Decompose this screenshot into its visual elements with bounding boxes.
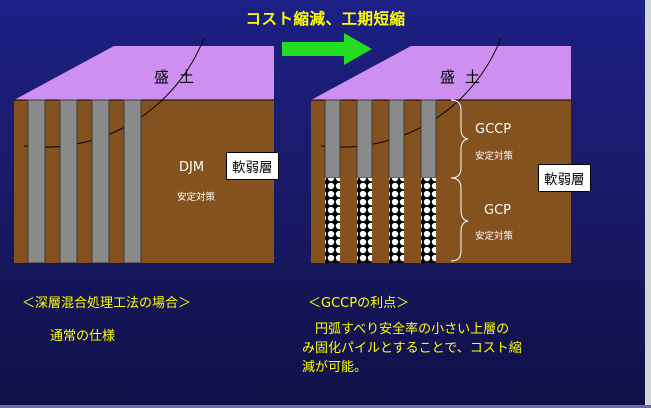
- pile-2-upper: [356, 99, 373, 179]
- djm-label: DJM: [179, 160, 205, 175]
- soft-soil-layer: [311, 100, 571, 263]
- embankment-fill: [311, 46, 571, 100]
- pile-4-lower: [421, 178, 436, 263]
- soft-layer-badge-right: 軟弱層: [538, 164, 591, 192]
- pile-4-upper: [420, 99, 437, 179]
- fill-label-left: 盛土: [154, 68, 205, 86]
- pile-1-lower: [325, 178, 340, 263]
- gccp-label: GCCP: [475, 122, 512, 137]
- deep-mixing-cross-section: [14, 38, 274, 263]
- slide-right-edge: [645, 0, 651, 408]
- brace-upper: [450, 99, 469, 179]
- right-caption-body: 円弧すべり安全率の小さい上層の み固化パイルとすることで、コスト縮 減が可能。: [302, 320, 632, 377]
- soft-layer-badge-left: 軟弱層: [226, 152, 279, 180]
- diagram-gccp: 盛土 GCCP 安定対策 GCP 安定対策: [311, 38, 571, 263]
- gccp-cross-section: [311, 38, 571, 263]
- pile-1: [27, 99, 46, 263]
- pile-3-upper: [388, 99, 405, 179]
- djm-sub-label: 安定対策: [177, 192, 216, 203]
- pile-2: [59, 99, 78, 263]
- diagram-deep-mixing: 盛土 DJM 安定対策: [14, 38, 274, 263]
- gcp-sub-label: 安定対策: [475, 231, 514, 242]
- headline: コスト縮減、工期短縮: [245, 10, 406, 28]
- pile-4: [123, 99, 142, 263]
- right-caption-title: ＜GCCPの利点＞: [308, 296, 410, 311]
- fill-label-right: 盛土: [440, 68, 491, 86]
- pile-3: [91, 99, 110, 263]
- right-caption-line-3: 減が可能。: [302, 360, 368, 375]
- brace-lower: [450, 177, 469, 262]
- left-caption-title: ＜深層混合処理工法の場合＞: [22, 296, 192, 311]
- pile-2-lower: [357, 178, 372, 263]
- djm-piles: [27, 99, 142, 263]
- gcp-label: GCP: [484, 203, 511, 218]
- slide-bottom-edge: [0, 405, 651, 408]
- gccp-sub-label: 安定対策: [475, 151, 514, 162]
- arrow-shape: [282, 33, 372, 65]
- soft-soil-layer: [14, 100, 274, 263]
- right-caption-line-1: 円弧すべり安全率の小さい上層の: [302, 322, 510, 337]
- pile-1-upper: [324, 99, 341, 179]
- right-arrow-icon: [282, 33, 372, 65]
- embankment-fill: [14, 46, 274, 100]
- gccp-piles: [324, 99, 437, 263]
- left-caption-body: 通常の仕様: [50, 329, 116, 344]
- right-caption-line-2: み固化パイルとすることで、コスト縮: [302, 341, 522, 356]
- pile-3-lower: [389, 178, 404, 263]
